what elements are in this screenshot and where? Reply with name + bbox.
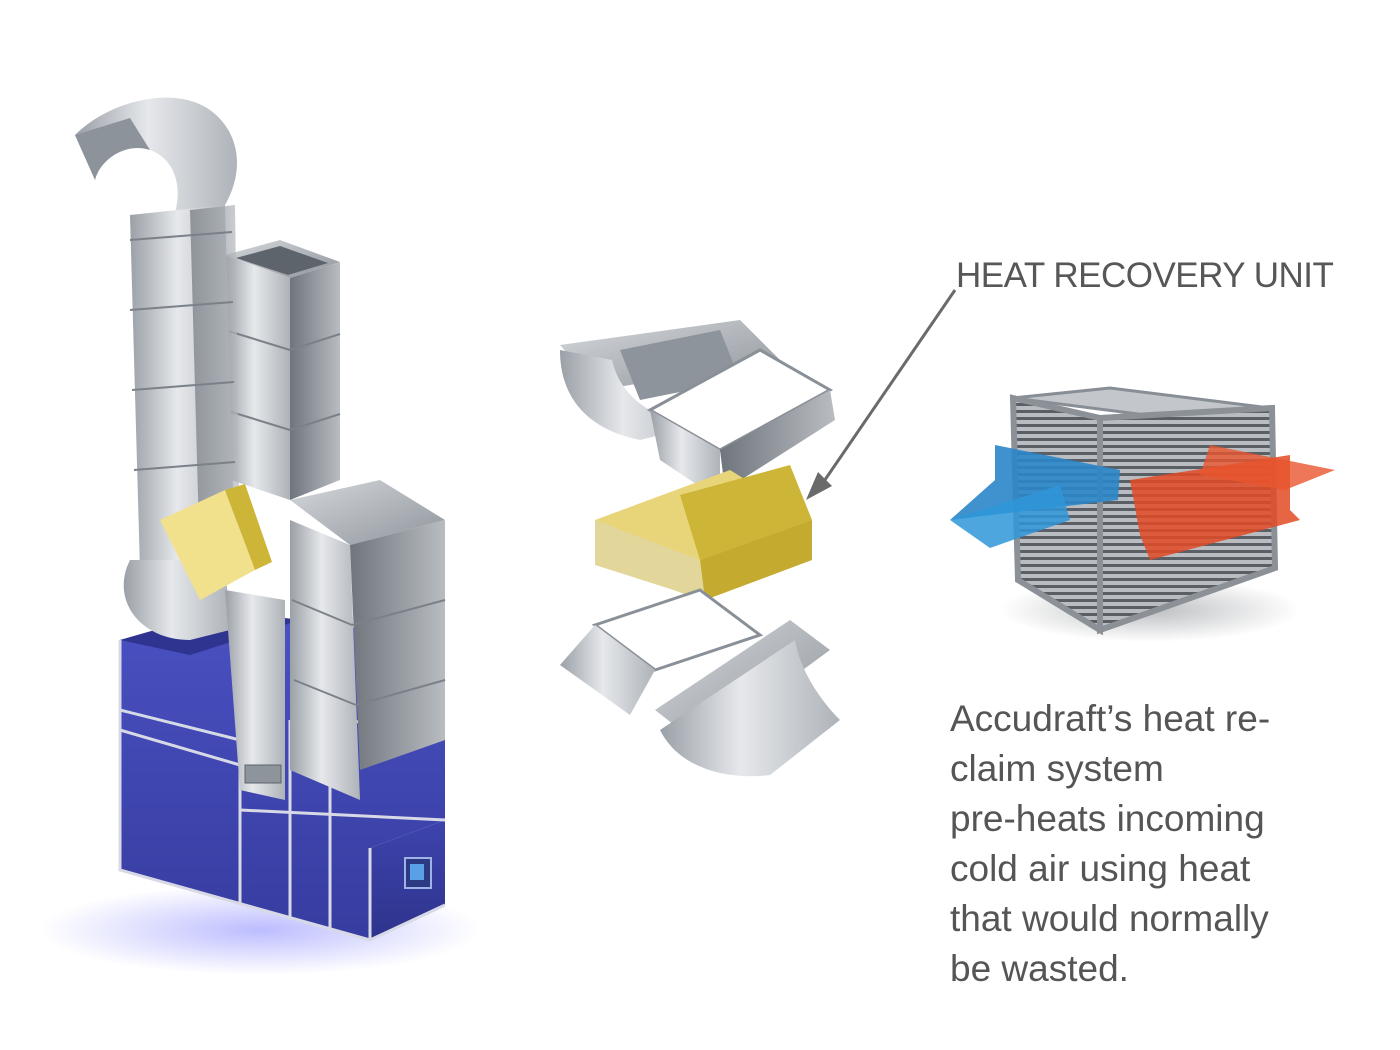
description-line: cold air using heat	[950, 848, 1251, 889]
description-line: Accudraft’s heat re-	[950, 698, 1271, 739]
description-line: claim system	[950, 748, 1164, 789]
description-text: Accudraft’s heat re- claim system pre-he…	[950, 694, 1370, 994]
description-line: that would normally	[950, 898, 1269, 939]
exploded-heat-recovery	[560, 320, 840, 777]
label-pointer-arrow	[806, 289, 957, 500]
cold-air-arrow	[950, 445, 1120, 548]
warm-air-arrow	[1130, 445, 1335, 560]
heat-exchanger-cube	[950, 386, 1335, 642]
heat-recovery-unit-label: HEAT RECOVERY UNIT	[956, 256, 1334, 295]
booth-heat-recovery-unit	[160, 484, 272, 600]
paint-booth-assembly	[40, 97, 480, 975]
description-line: pre-heats incoming	[950, 798, 1265, 839]
description-line: be wasted.	[950, 948, 1129, 989]
